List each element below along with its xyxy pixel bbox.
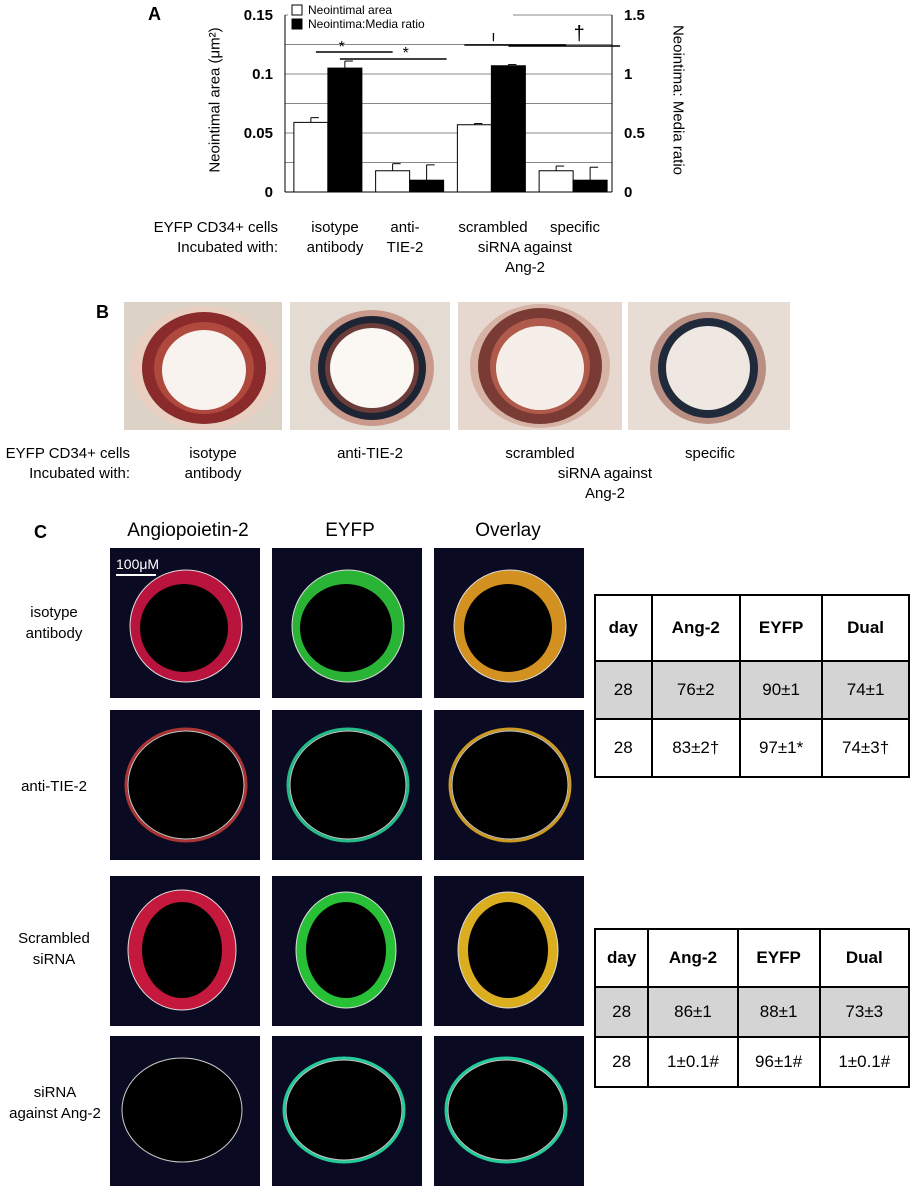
legend-swatch: [291, 4, 303, 16]
panel-a-letter: A: [148, 4, 161, 24]
micrograph-overlay-isotype: [434, 548, 584, 698]
bar-neointima-media-ratio: [490, 65, 526, 193]
significance-marker: †: [574, 23, 585, 45]
results-table-1: day Ang-2 EYFP Dual 28 76±2 90±1 74±1 28…: [594, 594, 910, 778]
table-cell: 28: [594, 718, 653, 778]
y2-tick-label: 1.5: [624, 7, 645, 24]
results-table-2: day Ang-2 EYFP Dual 28 86±1 88±1 73±3 28…: [593, 928, 911, 1088]
scale-bar-label: 100μM: [116, 556, 160, 572]
y-tick-label: 0.1: [252, 66, 273, 83]
y-tick-label: 0.15: [244, 7, 273, 24]
micrograph-overlay-anti-tie2: [434, 710, 584, 860]
table-header: day: [594, 594, 653, 662]
panel-b-letter: B: [96, 302, 109, 322]
column-heading-overlay: Overlay: [475, 520, 541, 541]
table-cell: 90±1: [739, 660, 824, 720]
table-cell: 28: [593, 1036, 650, 1088]
y2-tick-label: 0.5: [624, 125, 645, 142]
table-cell: 83±2†: [650, 718, 742, 778]
panel-b-cat-label: scrambled: [505, 445, 575, 462]
y2-tick-label: 1: [624, 66, 632, 83]
micrograph-ang2-anti-tie2: [110, 710, 260, 860]
table-cell: 28: [593, 986, 650, 1038]
table-cell: 1±0.1#: [818, 1036, 911, 1088]
bar-neointimal-area: [456, 124, 492, 193]
micrograph-eyfp-isotype: [272, 548, 422, 698]
table-cell: 76±2: [650, 660, 742, 720]
table-cell: 88±1: [736, 986, 821, 1038]
table-cell: 1±0.1#: [647, 1036, 739, 1088]
panel-b-row-label: EYFP CD34+ cells Incubated with:: [5, 445, 130, 482]
table-cell: 74±3†: [821, 718, 910, 778]
table-header: Ang-2: [647, 928, 739, 988]
bar-neointimal-area: [375, 170, 411, 193]
legend-label: Neointima:Media ratio: [308, 17, 425, 31]
table-cell: 97±1*: [739, 718, 824, 778]
table-row: 28 86±1 88±1 73±3: [593, 986, 911, 1038]
bar-chart: 0 0.05 0.1 0.15 0 0.5 1 1.5 * * † † Neointimal areaN…: [244, 1, 645, 200]
legend-label: Neointimal area: [308, 3, 392, 17]
bar-neointima-media-ratio: [572, 179, 608, 193]
legend-swatch: [291, 18, 303, 30]
micrograph-eyfp-scrambled: [272, 876, 422, 1026]
table-header: Dual: [818, 928, 911, 988]
panel-a-cat-label: scrambled: [458, 219, 528, 236]
micrograph-eyfp-specific: [272, 1036, 422, 1186]
table-row: 28 83±2† 97±1* 74±3†: [594, 718, 910, 778]
table-cell: 74±1: [821, 660, 910, 720]
table-header: Ang-2: [650, 594, 742, 662]
micrograph-ang2-isotype: 100μM: [110, 548, 260, 698]
micrograph-ang2-scrambled: [110, 876, 260, 1026]
y-tick-label: 0: [265, 184, 273, 200]
bar-neointima-media-ratio: [327, 67, 363, 193]
significance-marker: *: [339, 39, 345, 56]
y2-tick-label: 0: [624, 184, 632, 200]
bar-neointimal-area: [538, 170, 574, 193]
table-cell: 28: [594, 660, 653, 720]
table-header: day: [593, 928, 650, 988]
panel-b-cat-label: specific: [684, 445, 736, 462]
micrograph-eyfp-anti-tie2: [272, 710, 422, 860]
scale-bar: [116, 574, 156, 576]
micrograph-overlay-scrambled: [434, 876, 584, 1026]
significance-marker: †: [488, 23, 499, 45]
histology-image-anti-tie2: [290, 302, 450, 430]
table-header: EYFP: [739, 594, 824, 662]
column-heading-ang2: Angiopoietin-2: [127, 520, 249, 541]
y-tick-label: 0.05: [244, 125, 273, 142]
legend-background: [288, 1, 513, 33]
histology-image-isotype: [124, 302, 282, 430]
micrograph-ang2-specific: [110, 1036, 260, 1186]
significance-marker: *: [403, 45, 409, 62]
histology-image-scrambled: [458, 302, 622, 430]
row-label-anti-tie2: anti-TIE-2: [21, 778, 87, 795]
panel-a-cat-label: specific: [549, 219, 601, 236]
panel-a-row-label: EYFP CD34+ cells Incubated with:: [153, 219, 278, 256]
panel-c-letter: C: [34, 522, 47, 542]
table-header: Dual: [821, 594, 910, 662]
table-cell: 86±1: [647, 986, 739, 1038]
table-header: EYFP: [736, 928, 821, 988]
table-row: 28 1±0.1# 96±1# 1±0.1#: [593, 1036, 911, 1088]
table-cell: 73±3: [818, 986, 911, 1038]
panel-a-cat-label: anti-TIE-2: [386, 219, 424, 256]
micrograph-overlay-specific: [434, 1036, 584, 1186]
panel-b-cat-label: anti-TIE-2: [337, 445, 403, 462]
column-heading-eyfp: EYFP: [325, 520, 375, 541]
table-row: 28 76±2 90±1 74±1: [594, 660, 910, 720]
bar-neointimal-area: [293, 121, 329, 193]
table-cell: 96±1#: [736, 1036, 821, 1088]
bar-neointima-media-ratio: [409, 179, 445, 193]
histology-image-specific: [628, 302, 790, 430]
